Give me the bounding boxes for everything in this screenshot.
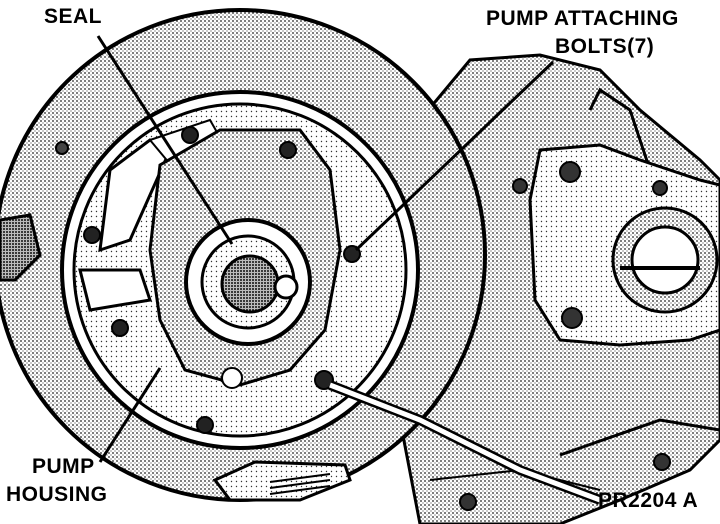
pump-attaching-bolts-label: PUMP ATTACHING [486, 7, 679, 30]
housing-bolt [652, 180, 668, 196]
pump-housing-rib [78, 268, 152, 312]
pump-attaching-bolt [83, 226, 101, 244]
housing-bolt [561, 307, 583, 329]
pump-attaching-bolt [181, 126, 199, 144]
bell-housing-bolt [55, 141, 69, 155]
vent-tube-inner [329, 382, 601, 503]
case-bolt [653, 453, 671, 471]
case-bolt [459, 493, 477, 511]
pump-attaching-bolt [314, 370, 334, 390]
bolts-leader-line [354, 60, 555, 252]
case-bottom-flange [559, 418, 720, 457]
input-shaft-spline [220, 254, 280, 314]
pump-boss [221, 367, 243, 389]
pump-attaching-bolt [196, 416, 214, 434]
output-shaft [630, 225, 700, 295]
figure-code: PR2204 A [598, 489, 699, 512]
pump-housing-label: PUMP [32, 455, 95, 478]
pump-attaching-bolt [279, 141, 297, 159]
oil-pan-ribs [269, 473, 331, 495]
housing-bolt [512, 178, 528, 194]
pump-housing-label-line2: HOUSING [6, 483, 108, 506]
seal-label: SEAL [44, 5, 103, 28]
seal-leader-line [96, 35, 234, 245]
pump-attaching-bolts-count-label: BOLTS(7) [555, 35, 655, 58]
housing-bolt [559, 161, 581, 183]
pump-housing-rib [98, 138, 172, 253]
pump-housing-leader-line [98, 367, 162, 463]
pump-attaching-bolt [111, 319, 129, 337]
input-shaft-end [273, 274, 299, 300]
bell-housing-ear [0, 213, 42, 282]
